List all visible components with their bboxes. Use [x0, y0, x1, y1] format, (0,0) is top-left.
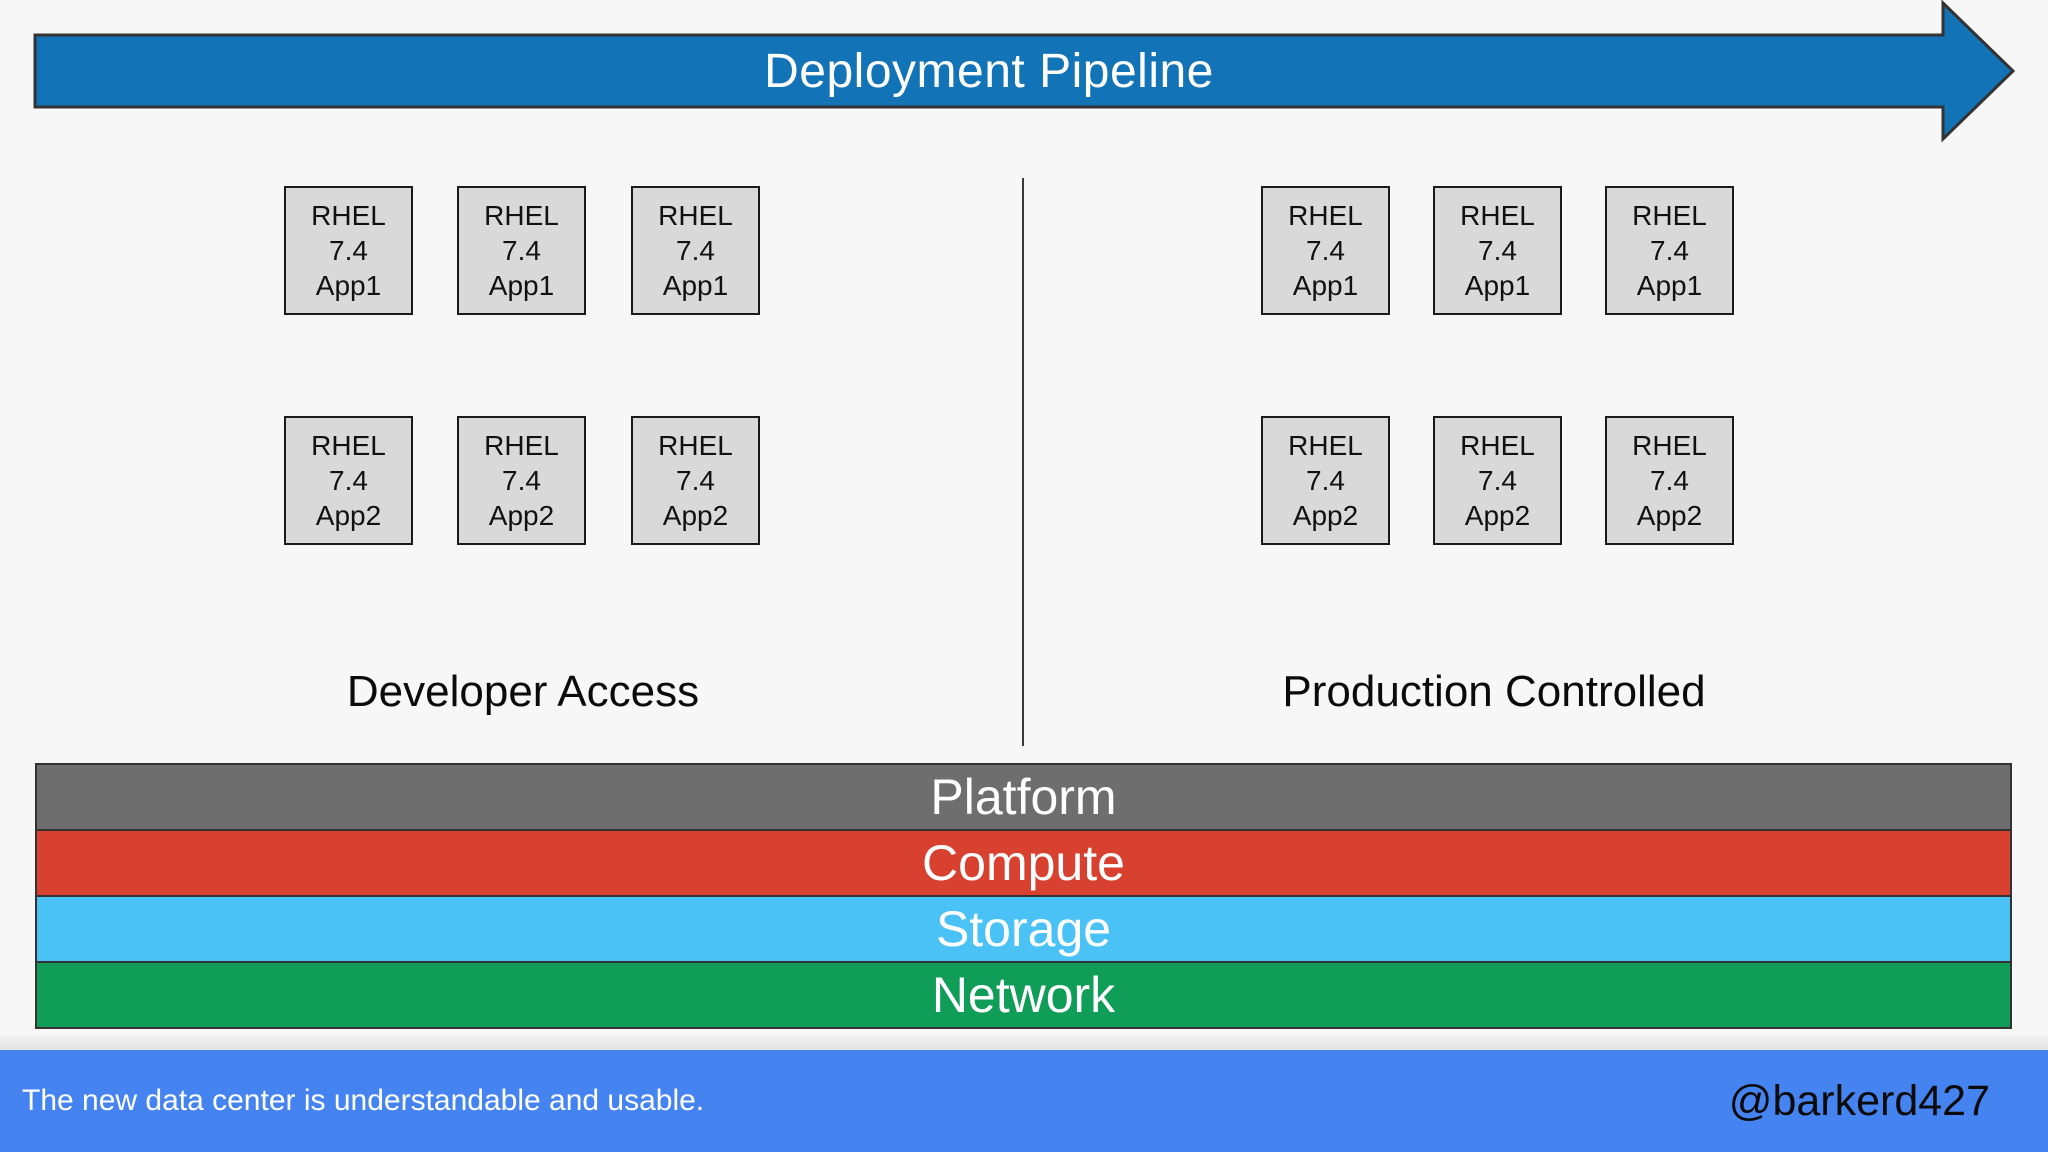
caption-bar: The new data center is understandable an…: [0, 1050, 2048, 1152]
vm-box-prod-app2-2: RHEL 7.4 App2: [1433, 416, 1562, 545]
vm-app: App1: [1292, 270, 1359, 301]
vm-box-prod-app2-1: RHEL 7.4 App2: [1261, 416, 1390, 545]
vm-version: 7.4: [1650, 235, 1689, 266]
vm-app: App1: [1464, 270, 1531, 301]
caption-message: The new data center is understandable an…: [22, 1084, 705, 1117]
vm-app: App1: [488, 270, 555, 301]
vm-version: 7.4: [329, 465, 368, 496]
vm-app: App1: [315, 270, 382, 301]
vm-box-dev-app1-3: RHEL 7.4 App1: [631, 186, 760, 315]
vm-os: RHEL: [1288, 200, 1363, 231]
layer-bar-compute: Compute: [35, 829, 2012, 897]
twitter-handle: @barkerd427: [1728, 1076, 1990, 1125]
vm-box-dev-app2-3: RHEL 7.4 App2: [631, 416, 760, 545]
vm-os: RHEL: [1460, 200, 1535, 231]
vm-box-prod-app1-1: RHEL 7.4 App1: [1261, 186, 1390, 315]
zone-label-production-controlled: Production Controlled: [1282, 667, 1706, 716]
arrow-shape: [33, 0, 2016, 143]
infrastructure-layers: Platform Compute Storage Network: [35, 763, 2012, 1029]
vm-version: 7.4: [502, 235, 541, 266]
zone-divider: [1022, 178, 1024, 746]
vm-box-prod-app2-3: RHEL 7.4 App2: [1605, 416, 1734, 545]
layer-label-compute: Compute: [922, 835, 1125, 891]
vm-app: App2: [1464, 500, 1531, 531]
vm-box-prod-app1-2: RHEL 7.4 App1: [1433, 186, 1562, 315]
deployment-pipeline-arrow: [33, 0, 2016, 143]
vm-box-dev-app1-2: RHEL 7.4 App1: [457, 186, 586, 315]
layer-label-platform: Platform: [930, 769, 1117, 825]
vm-box-dev-app2-1: RHEL 7.4 App2: [284, 416, 413, 545]
vm-app: App2: [1636, 500, 1703, 531]
vm-version: 7.4: [1650, 465, 1689, 496]
vm-box-dev-app2-2: RHEL 7.4 App2: [457, 416, 586, 545]
vm-version: 7.4: [1306, 235, 1345, 266]
vm-app: App2: [662, 500, 729, 531]
vm-app: App1: [1636, 270, 1703, 301]
vm-box-prod-app1-3: RHEL 7.4 App1: [1605, 186, 1734, 315]
vm-os: RHEL: [484, 200, 559, 231]
zone-label-developer-access: Developer Access: [346, 667, 700, 716]
vm-os: RHEL: [658, 200, 733, 231]
vm-box-dev-app1-1: RHEL 7.4 App1: [284, 186, 413, 315]
layer-bar-network: Network: [35, 961, 2012, 1029]
vm-version: 7.4: [1478, 465, 1517, 496]
vm-app: App2: [1292, 500, 1359, 531]
vm-os: RHEL: [1288, 430, 1363, 461]
vm-app: App2: [315, 500, 382, 531]
layer-label-network: Network: [931, 967, 1116, 1023]
vm-os: RHEL: [484, 430, 559, 461]
vm-version: 7.4: [676, 235, 715, 266]
layer-bar-storage: Storage: [35, 895, 2012, 963]
footer-shadow: [0, 1035, 2048, 1050]
vm-os: RHEL: [311, 430, 386, 461]
layer-label-storage: Storage: [935, 901, 1112, 957]
vm-app: App2: [488, 500, 555, 531]
vm-version: 7.4: [676, 465, 715, 496]
vm-version: 7.4: [329, 235, 368, 266]
vm-version: 7.4: [1306, 465, 1345, 496]
vm-os: RHEL: [311, 200, 386, 231]
vm-version: 7.4: [502, 465, 541, 496]
vm-os: RHEL: [1632, 200, 1707, 231]
vm-os: RHEL: [1632, 430, 1707, 461]
layer-bar-platform: Platform: [35, 763, 2012, 831]
vm-os: RHEL: [1460, 430, 1535, 461]
vm-os: RHEL: [658, 430, 733, 461]
pipeline-title: Deployment Pipeline: [764, 44, 1214, 98]
vm-version: 7.4: [1478, 235, 1517, 266]
vm-app: App1: [662, 270, 729, 301]
